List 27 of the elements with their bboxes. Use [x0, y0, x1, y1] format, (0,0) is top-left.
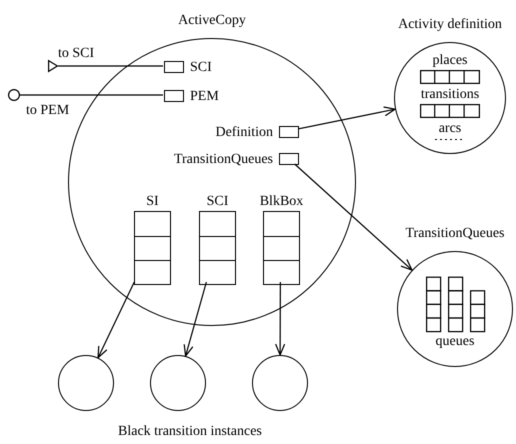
caption-label: Black transition instances — [118, 424, 262, 440]
arrow — [275, 282, 286, 356]
port-label: PEM — [190, 88, 219, 104]
array-label: SCI — [206, 193, 228, 211]
circle-title: TransitionQueues — [405, 225, 505, 243]
arrow — [294, 164, 413, 271]
array-label: SI — [146, 193, 159, 211]
circle-title: Activity definition — [398, 16, 502, 34]
field-label: arcs — [438, 120, 462, 136]
port-label: SCI — [190, 60, 212, 74]
instance-circle — [150, 355, 206, 411]
arrow — [97, 282, 135, 358]
arrow — [184, 282, 207, 357]
connector-line — [20, 94, 163, 96]
arrow — [298, 106, 396, 130]
array-label: BlkBox — [260, 193, 304, 211]
connector-line — [58, 65, 163, 67]
circle-title: ActiveCopy — [178, 12, 246, 30]
instance-circle — [58, 355, 114, 411]
reference-label: TransitionQueues — [174, 152, 273, 166]
port-label: to PEM — [26, 103, 70, 118]
port-label: to SCI — [58, 46, 94, 61]
field-label: transitions — [420, 86, 480, 102]
reference-label: Definition — [215, 124, 273, 140]
instance-circle — [252, 355, 308, 411]
field-label: queues — [436, 334, 474, 349]
field-label: places — [432, 52, 468, 68]
